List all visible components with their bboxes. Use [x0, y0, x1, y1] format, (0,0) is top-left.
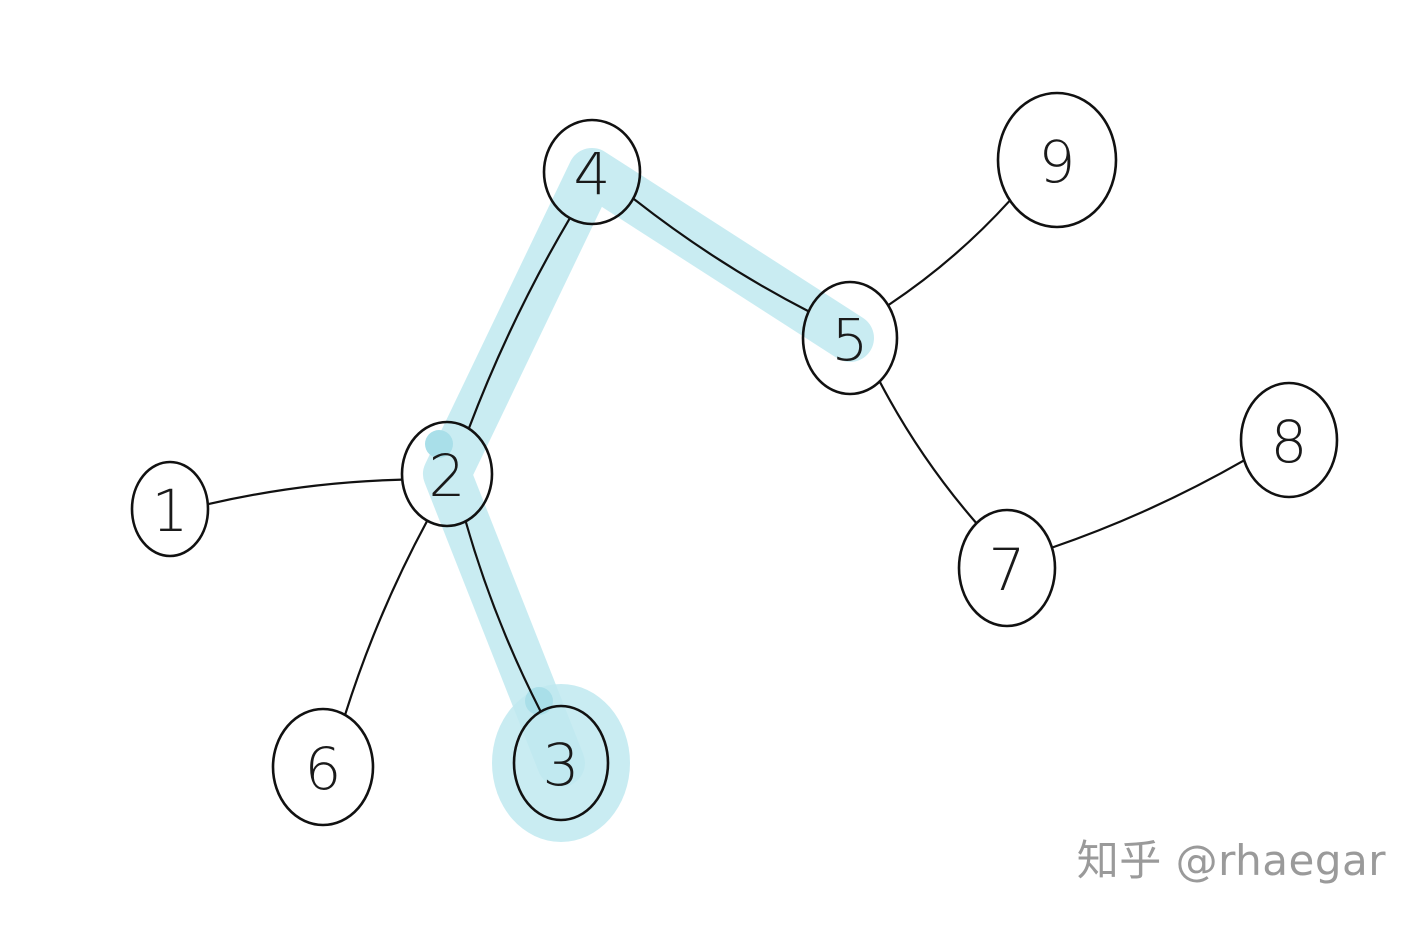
node-circle — [400, 420, 494, 528]
node-2: 2 — [400, 420, 494, 528]
node-label: 5 — [832, 306, 869, 374]
edge-2-3 — [464, 520, 542, 713]
node-circle — [957, 508, 1057, 628]
edge-4-5 — [632, 197, 810, 313]
highlight-accent-dot — [525, 687, 553, 715]
node-9: 9 — [996, 91, 1118, 229]
node-circle — [1239, 381, 1339, 499]
node-6: 6 — [271, 707, 375, 827]
node-circle — [512, 704, 610, 822]
node-label: 4 — [574, 140, 611, 208]
node-label: 7 — [989, 536, 1026, 604]
node-8: 8 — [1239, 381, 1339, 499]
node-circle — [801, 280, 899, 396]
edge-4-2 — [467, 217, 571, 430]
node-circle — [996, 91, 1118, 229]
node-layer: 4 9 5 2 1 8 7 6 3 — [130, 91, 1339, 827]
node-label: 3 — [543, 731, 580, 799]
highlight-layer — [423, 148, 874, 842]
edge-5-9 — [887, 199, 1012, 307]
node-circle — [271, 707, 375, 827]
highlight-path — [423, 148, 874, 787]
edge-2-6 — [343, 519, 429, 717]
node-5: 5 — [801, 280, 899, 396]
node-3: 3 — [512, 704, 610, 822]
node-1: 1 — [130, 460, 210, 558]
watermark: 知乎 @rhaegar — [1076, 836, 1386, 885]
node-circle — [130, 460, 210, 558]
edge-2-1 — [206, 478, 404, 506]
node-4: 4 — [542, 118, 642, 226]
edge-5-7 — [878, 380, 978, 525]
highlight-accent-dot — [425, 430, 453, 458]
node-label: 8 — [1271, 408, 1308, 476]
node-label: 9 — [1039, 128, 1076, 196]
node-circle — [542, 118, 642, 226]
edge-7-8 — [1050, 459, 1246, 549]
edge-layer — [206, 197, 1246, 717]
node-7: 7 — [957, 508, 1057, 628]
node-label: 1 — [152, 477, 189, 545]
node-label: 6 — [305, 735, 342, 803]
node-label: 2 — [429, 442, 466, 510]
